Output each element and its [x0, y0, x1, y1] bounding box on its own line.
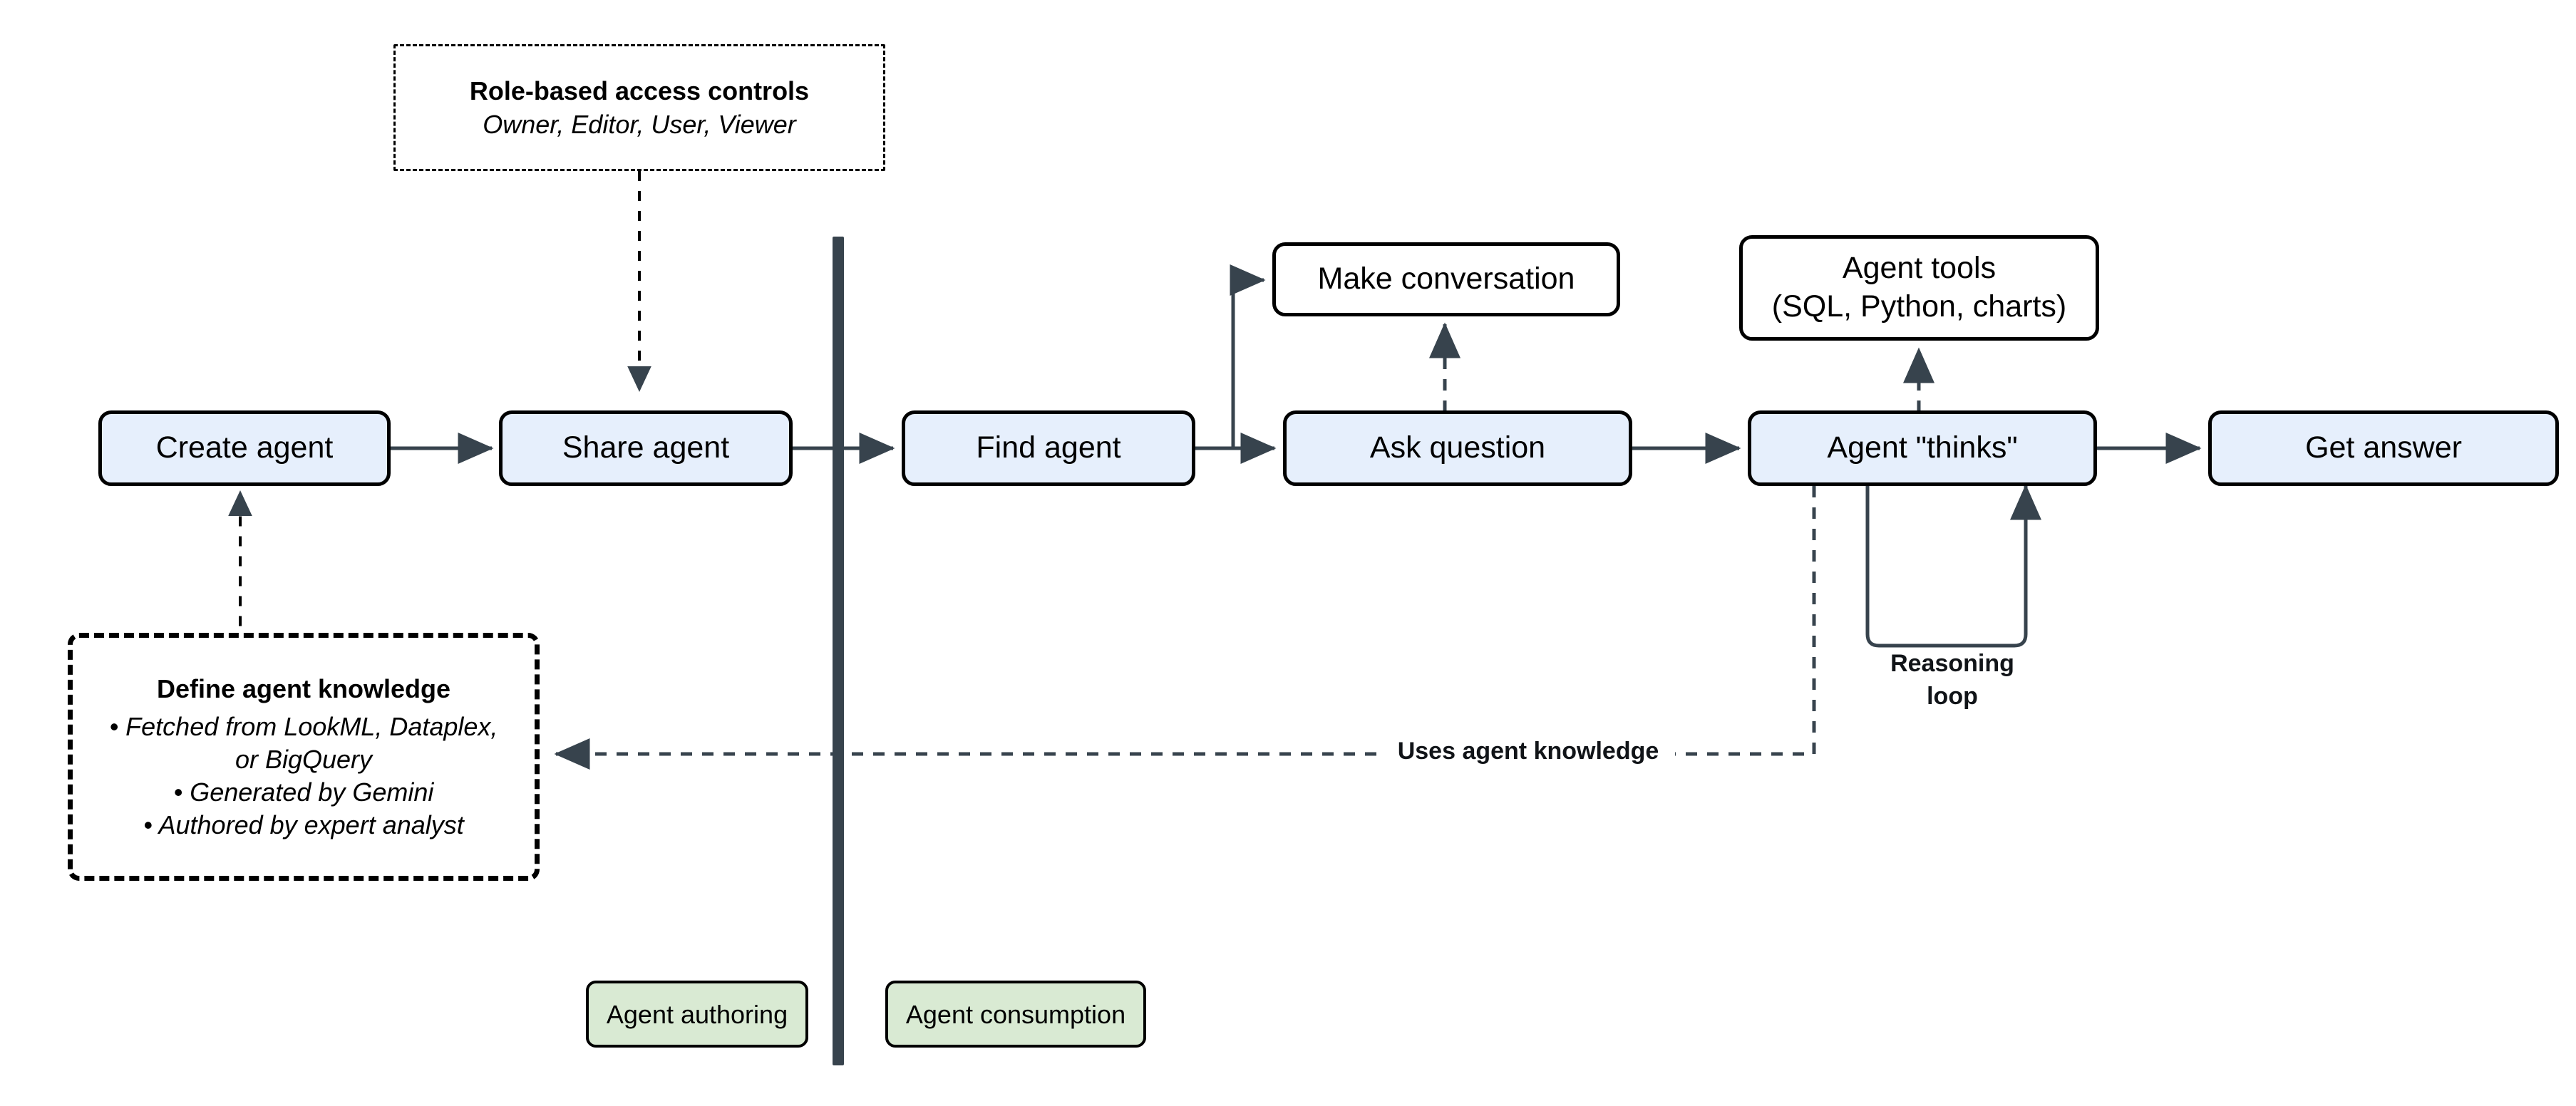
node-create-agent-label: Create agent: [155, 430, 334, 465]
node-find-agent[interactable]: Find agent: [902, 410, 1195, 486]
node-ask-question[interactable]: Ask question: [1283, 410, 1632, 486]
note-rbac-title: Role-based access controls: [469, 76, 810, 105]
note-knowledge-bullet-2: • Generated by Gemini: [173, 777, 434, 807]
note-role-based-access-controls: Role-based access controls Owner, Editor…: [393, 44, 885, 171]
node-agent-thinks-label: Agent "thinks": [1827, 430, 2018, 465]
node-make-conversation-label: Make conversation: [1317, 262, 1575, 296]
note-rbac-subtitle: Owner, Editor, User, Viewer: [483, 110, 796, 140]
node-create-agent[interactable]: Create agent: [98, 410, 391, 486]
edge-reasoning-loop: [1865, 484, 2041, 648]
legend-agent-consumption-label: Agent consumption: [905, 999, 1126, 1029]
edge-find-to-make-conversation: [1230, 264, 1266, 448]
legend-agent-authoring: Agent authoring: [586, 981, 808, 1048]
edge-uses-agent-knowledge: [554, 486, 1816, 770]
note-knowledge-title: Define agent knowledge: [156, 673, 451, 703]
note-define-agent-knowledge: Define agent knowledge • Fetched from Lo…: [68, 633, 540, 881]
node-agent-tools-label-line2: (SQL, Python, charts): [1771, 289, 2067, 324]
edge-label-reasoning-loop-line1: Reasoning: [1879, 650, 2026, 678]
edge-label-reasoning-loop-line2: loop: [1879, 683, 2026, 710]
node-ask-question-label: Ask question: [1369, 430, 1546, 465]
node-make-conversation[interactable]: Make conversation: [1272, 242, 1620, 316]
node-get-answer-label: Get answer: [2305, 430, 2462, 465]
node-agent-tools-label-line1: Agent tools: [1842, 251, 1997, 286]
edge-label-uses-agent-knowledge: Uses agent knowledge: [1381, 738, 1675, 765]
note-knowledge-bullet-3: • Authored by expert analyst: [143, 810, 464, 840]
node-get-answer[interactable]: Get answer: [2208, 410, 2559, 486]
node-share-agent-label: Share agent: [562, 430, 730, 465]
note-knowledge-bullet-1-cont: or BigQuery: [235, 745, 373, 775]
node-share-agent[interactable]: Share agent: [499, 410, 793, 486]
node-agent-thinks[interactable]: Agent "thinks": [1748, 410, 2097, 486]
legend-agent-authoring-label: Agent authoring: [606, 999, 788, 1029]
legend-agent-consumption: Agent consumption: [885, 981, 1146, 1048]
note-knowledge-bullet-1: • Fetched from LookML, Dataplex,: [109, 712, 498, 742]
node-agent-tools[interactable]: Agent tools (SQL, Python, charts): [1739, 235, 2099, 341]
authoring-consumption-divider: [833, 237, 844, 1065]
node-find-agent-label: Find agent: [976, 430, 1121, 465]
